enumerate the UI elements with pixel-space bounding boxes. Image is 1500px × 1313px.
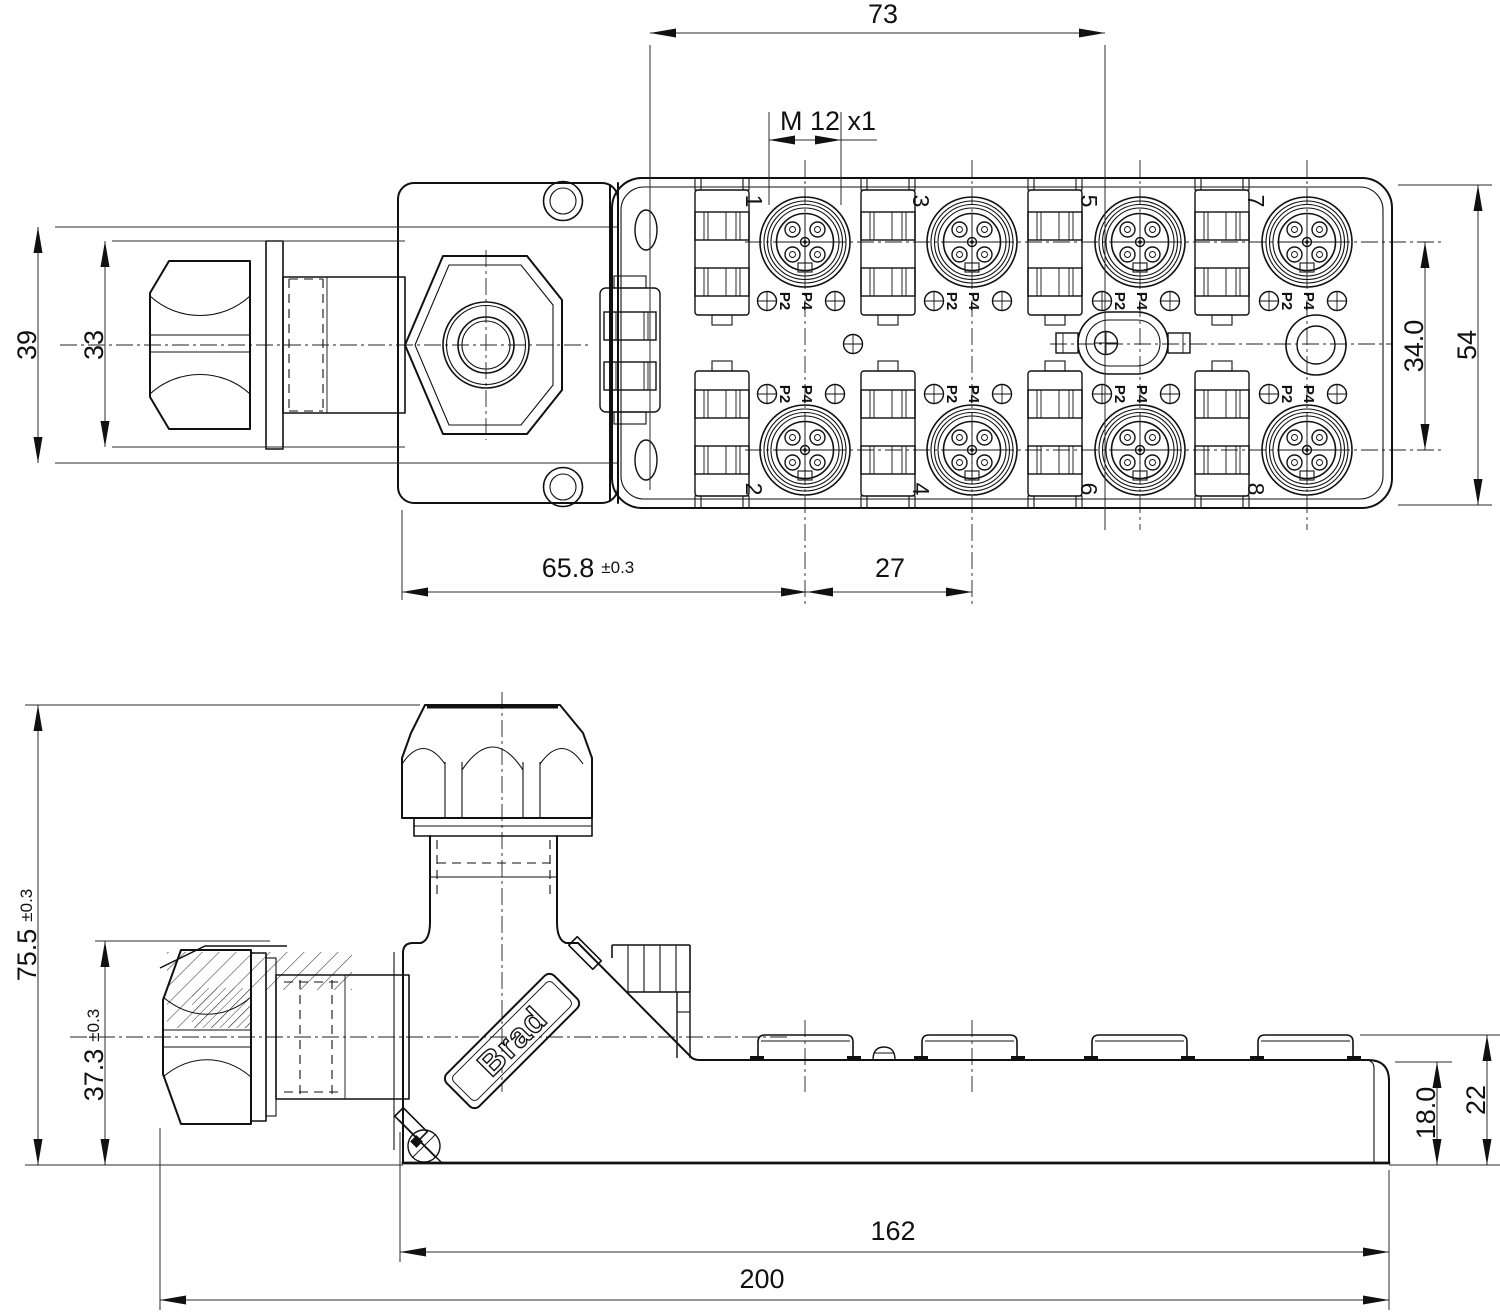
- dim-33: 33: [79, 330, 109, 360]
- ground-screw: [398, 1119, 443, 1164]
- port-number: 4: [908, 483, 934, 496]
- dim-34: 34.0: [1399, 320, 1429, 373]
- led-label: P4: [1133, 292, 1150, 311]
- port-4-leds: P2 P4: [923, 383, 1013, 405]
- dim-27: 27: [875, 553, 905, 583]
- led-label: P2: [1278, 292, 1295, 310]
- port-number: 2: [741, 483, 767, 496]
- port-bump: [1250, 1034, 1361, 1061]
- port-1-leds: P2 P4: [756, 290, 846, 312]
- led-label: P2: [943, 292, 960, 310]
- rib-block: [1027, 360, 1083, 509]
- port-5-leds: P2 P4: [1091, 290, 1181, 312]
- side-view-body: Brad: [393, 935, 1391, 1165]
- side-view-top-gland: [401, 704, 593, 944]
- led-label: P2: [943, 385, 960, 403]
- port-number: 3: [908, 195, 934, 208]
- dim-75-5: 75.5±0.3: [12, 889, 42, 982]
- rib-block: [694, 177, 750, 326]
- port-6-leds: P2 P4: [1091, 383, 1181, 405]
- led-label: P2: [1111, 385, 1128, 403]
- dim-65-8: 65.8±0.3: [542, 553, 635, 583]
- led-label: P4: [798, 292, 815, 311]
- dim-54: 54: [1452, 330, 1482, 360]
- rib-block: [1194, 360, 1250, 509]
- port-bump: [1084, 1034, 1195, 1061]
- top-view-hex-flange: [404, 255, 563, 435]
- led-label: P4: [1300, 385, 1317, 404]
- dim-thread: M 12 x1: [780, 106, 876, 136]
- ports: 1 2 3 4 5 6 7 8 P2 P4 P2 P4 P2 P4: [741, 195, 1353, 496]
- bracket-ear-top: [542, 180, 584, 222]
- brad-logo-text: Brad: [470, 999, 554, 1083]
- center-led: [842, 333, 864, 355]
- rib-block: [860, 177, 916, 326]
- oval-mounting-hole: [1055, 311, 1191, 375]
- dim-73: 73: [868, 0, 898, 29]
- top-view-dimensions: 73 M 12 x1 39 33 34.0: [12, 0, 1492, 600]
- port-number: 7: [1243, 195, 1269, 208]
- port-number: 6: [1076, 483, 1102, 496]
- top-view-mounting-bracket: [55, 180, 619, 508]
- rib-block: [1027, 177, 1083, 326]
- port-bump: [914, 1034, 1025, 1061]
- led-label: P2: [776, 385, 793, 403]
- dim-162: 162: [870, 1216, 915, 1246]
- port-number: 1: [741, 195, 767, 208]
- dim-22: 22: [1461, 1085, 1491, 1115]
- led-label: P4: [798, 385, 815, 404]
- round-mounting-hole: [1285, 314, 1347, 376]
- top-view: 1 2 3 4 5 6 7 8 P2 P4 P2 P4 P2 P4: [12, 0, 1492, 608]
- rib-block: [1194, 177, 1250, 326]
- rear-bracket: [611, 944, 691, 1058]
- top-view-main-block: [599, 177, 1393, 509]
- side-view-left-gland: [159, 945, 410, 1125]
- led-label: P4: [965, 292, 982, 311]
- dim-37-3: 37.3±0.3: [79, 1009, 109, 1102]
- led-label: P2: [1278, 385, 1295, 403]
- port-number: 8: [1243, 483, 1269, 496]
- rib-block: [694, 360, 750, 509]
- dim-39: 39: [12, 330, 42, 360]
- port-7-leds: P2 P4: [1258, 290, 1348, 312]
- dim-200: 200: [739, 1264, 784, 1294]
- rib-block: [860, 360, 916, 509]
- bracket-ear-bottom: [542, 466, 584, 508]
- led-label: P4: [965, 385, 982, 404]
- side-view: Brad: [12, 692, 1500, 1310]
- led-label: P4: [1300, 292, 1317, 311]
- led-label: P2: [776, 292, 793, 310]
- brad-logo: Brad: [443, 972, 581, 1110]
- side-view-dimensions: 75.5±0.3 37.3±0.3 18.0 22 162: [12, 704, 1500, 1310]
- rail-clip: [599, 275, 661, 425]
- port-8-leds: P2 P4: [1258, 383, 1348, 405]
- port-bump: [750, 1034, 861, 1061]
- led-label: P4: [1133, 385, 1150, 404]
- led-label: P2: [1111, 292, 1128, 310]
- small-dome: [872, 1046, 896, 1061]
- port-3-leds: P2 P4: [923, 290, 1013, 312]
- port-2-leds: P2 P4: [756, 383, 846, 405]
- port-number: 5: [1076, 195, 1102, 208]
- dim-18: 18.0: [1411, 1087, 1441, 1140]
- clamp-tab-top: [567, 935, 603, 971]
